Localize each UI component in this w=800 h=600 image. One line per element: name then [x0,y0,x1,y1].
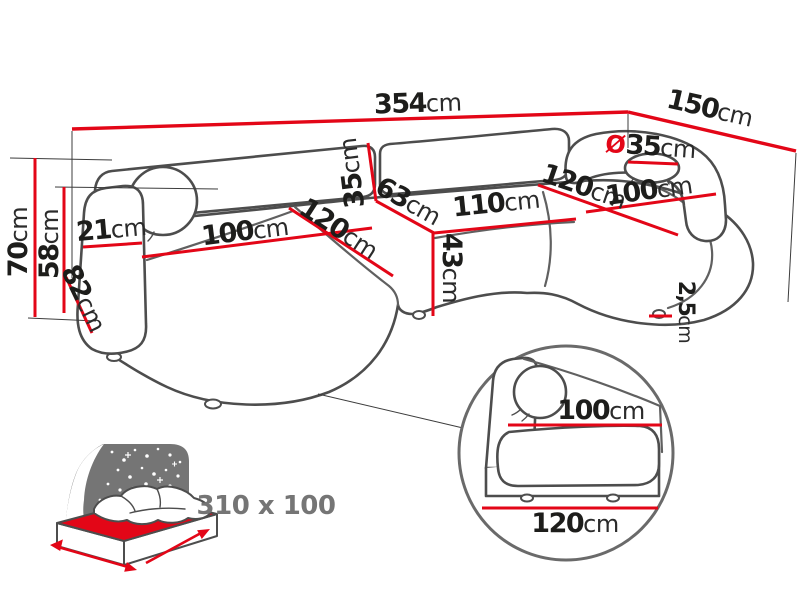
seat-base [94,178,755,406]
inset-pointer-line [317,393,464,429]
detail-inset: 100cm 120cm [317,344,675,562]
dim-total-width-label: 354cm [373,86,461,120]
extension-line [9,157,113,161]
blanket [93,485,212,526]
seat-front-edge-middle [433,220,576,240]
inset-seat-width-label: 100cm [557,395,644,426]
night-sky-crescent [66,444,104,520]
inset-leg [606,493,620,503]
chaise-left-edge [541,190,552,288]
dim-line-pillow-diameter [627,160,679,166]
extension-line [787,152,797,303]
dim-line-total-depth [627,110,797,153]
dim-pillow-diameter-label: Ø35cm [604,128,697,165]
dim-back-cushion-height-label: 35cm [332,136,371,209]
inset-leg [520,493,534,503]
dim-armrest-width-label: 21cm [75,211,148,248]
unfold-arrows [50,529,210,572]
sleeping-function-icon: 310 x 100 [50,444,336,572]
dim-chaise-width-label: 100cm [603,169,694,212]
dim-seat-height-label: 43cm [436,233,467,303]
dim-line-armrest-depth [64,276,94,334]
dim-line-left-seat-depth [288,206,394,278]
dim-line-corner-seat-width [375,199,435,235]
inset-back-top-edge [522,357,662,408]
inset-seat-cushion [496,424,661,488]
dim-line-armrest-width [82,241,143,249]
dim-leg-height-label: 2,5cm [673,281,698,343]
sofa-drawing [76,127,755,410]
pillow-right-stitching [630,177,670,188]
inset-back-right-edge [658,404,664,454]
dimension-lines [33,110,797,334]
back-cushion-right [378,127,571,196]
inset-pillow [512,364,568,420]
sofa-leg [412,310,426,320]
dim-left-seat-width-label: 100cm [200,211,291,252]
blanket-folds [120,488,186,514]
corner-backrest [564,129,728,243]
extension-line [54,186,219,190]
sofa-leg [204,398,222,410]
dim-line-middle-seat-width [433,217,577,235]
dim-line-total-width [71,110,629,131]
dim-total-depth-label: 150cm [664,84,756,134]
bolster-pillow-right [623,152,681,184]
dim-line-back-cushion-height [366,142,378,202]
dim-line-left-seat-width [141,226,373,259]
sleeping-area-size-label: 310 x 100 [197,491,336,521]
dim-armrest-height-label: 58cm [34,209,65,279]
inset-pillow-stitching [511,408,530,422]
inset-base-width-label: 120cm [531,508,618,539]
dim-back-height-label: 70cm [3,207,34,277]
dim-middle-seat-width-label: 110cm [451,184,541,224]
dim-line-chaise-width [585,192,717,214]
